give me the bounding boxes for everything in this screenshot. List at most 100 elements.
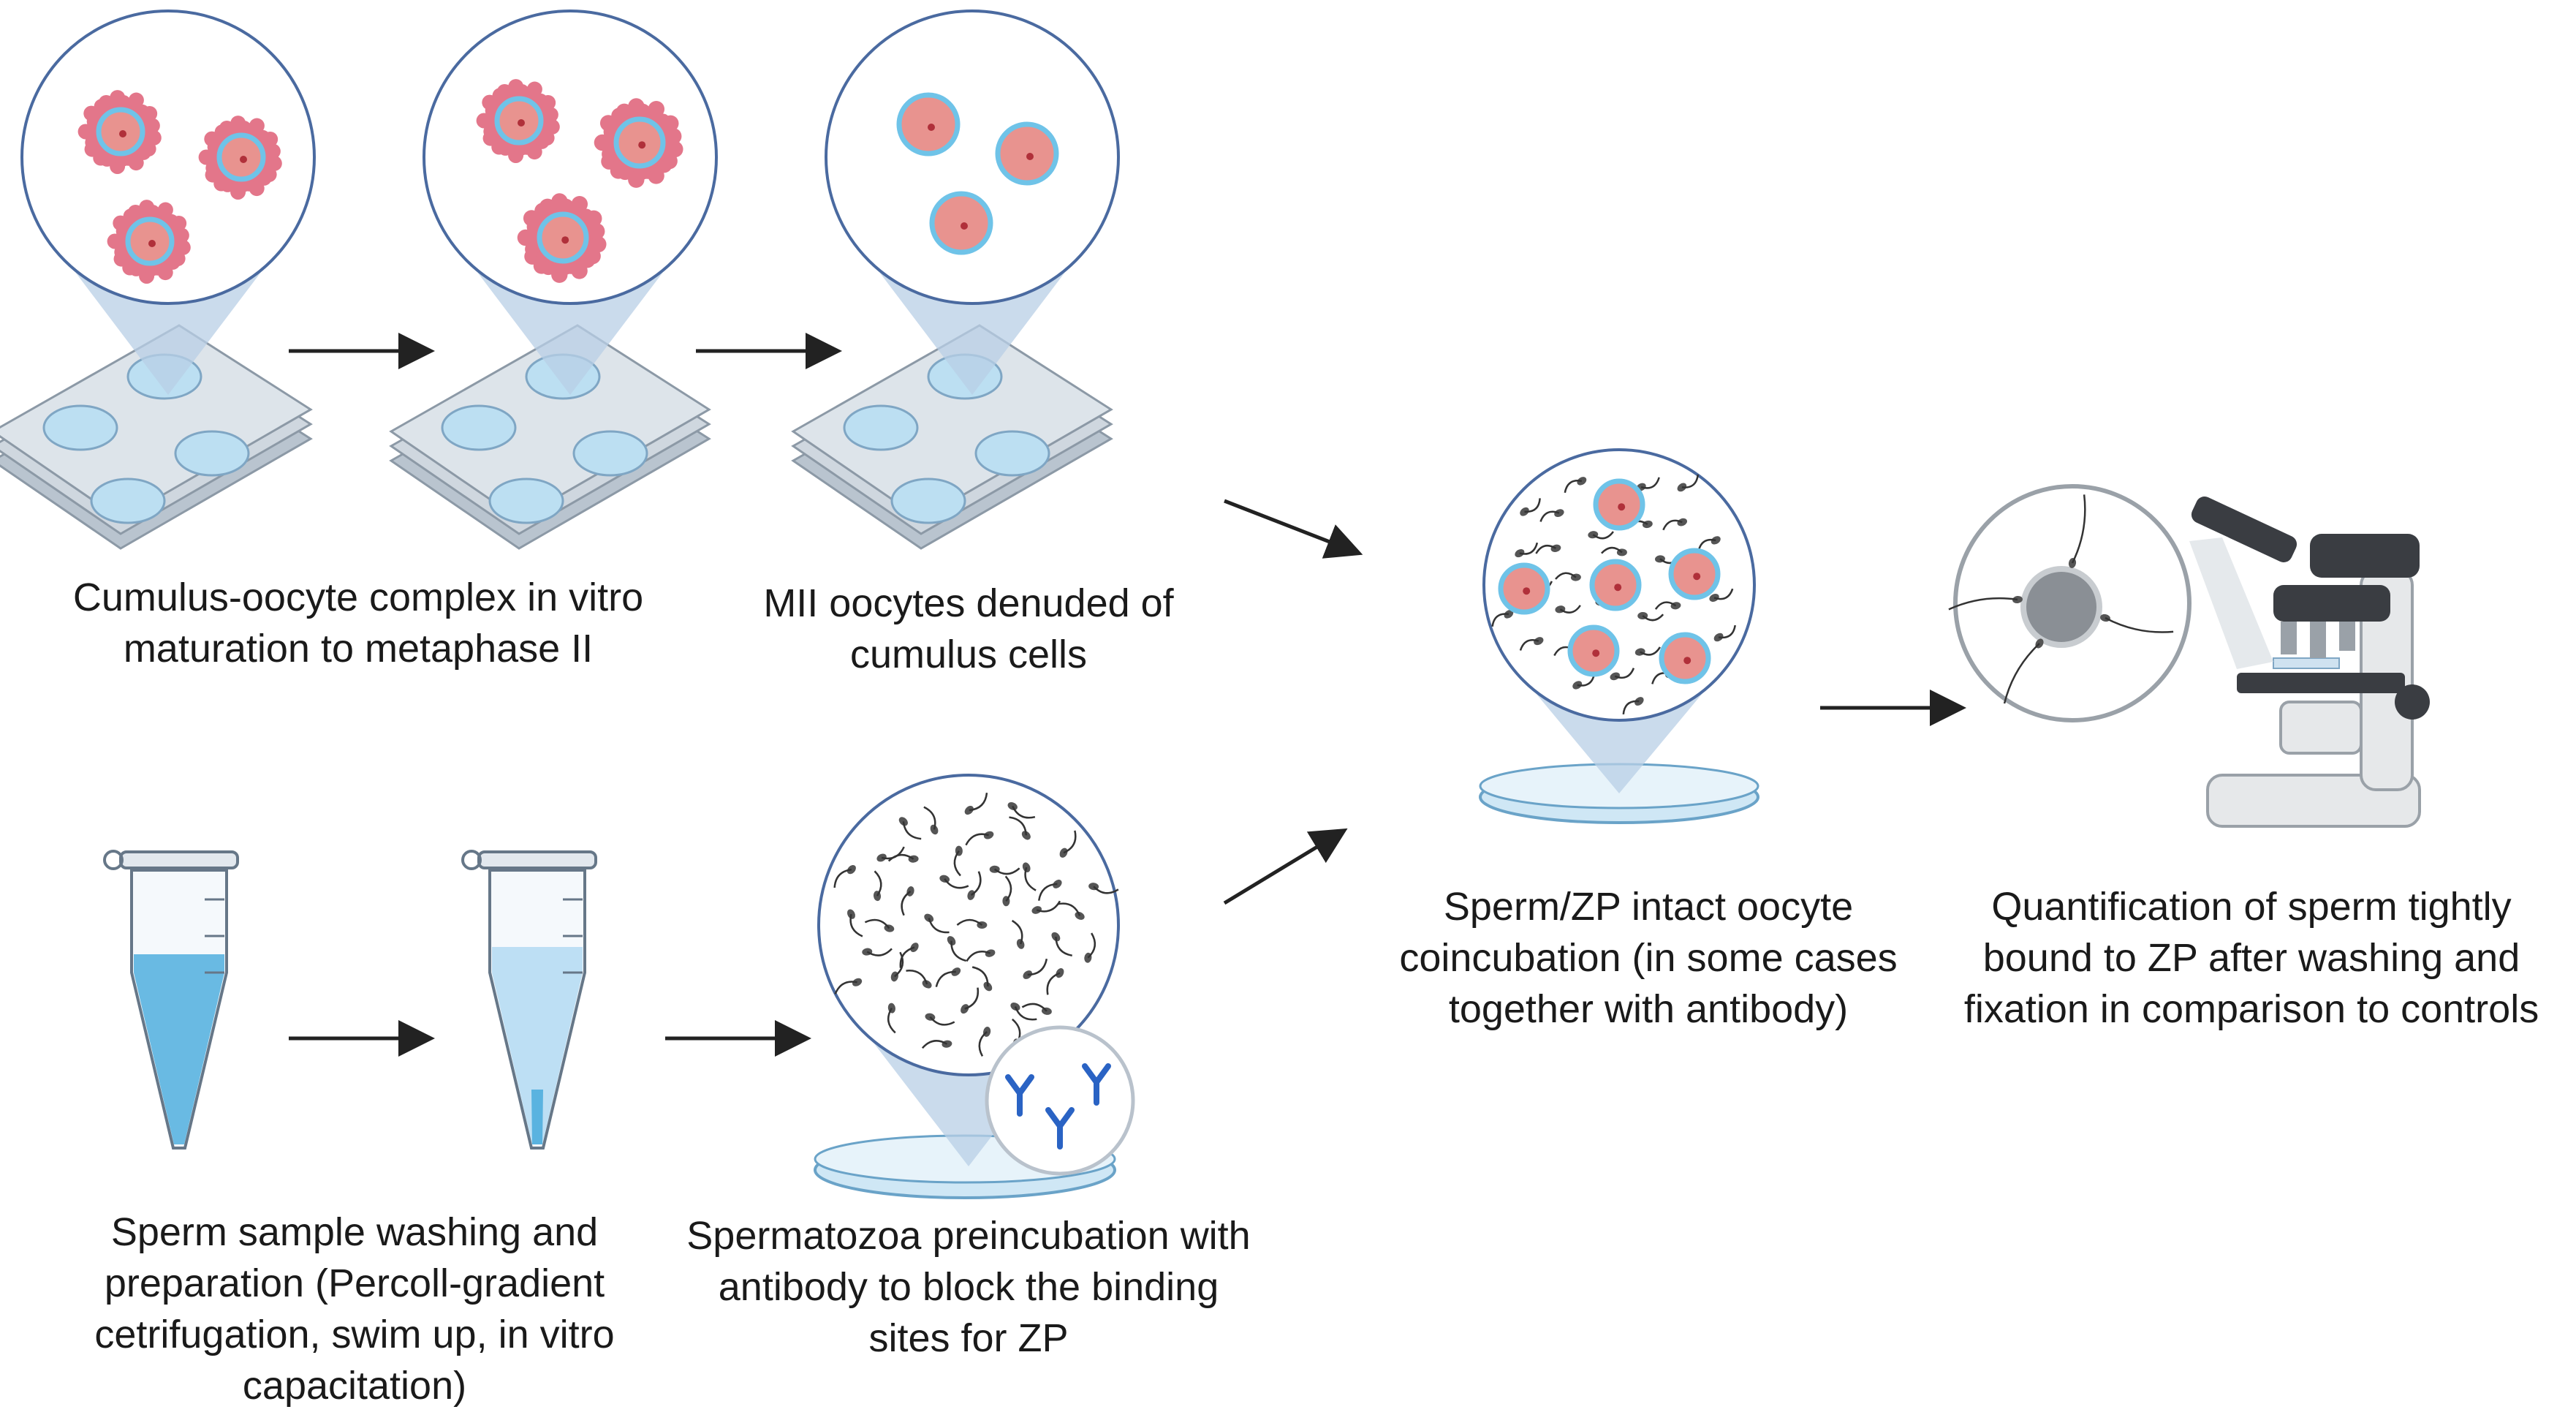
objective-lens (2281, 622, 2297, 654)
sperm-tail (1539, 510, 1560, 522)
sperm-tail (1057, 902, 1081, 916)
sperm-tail (1640, 477, 1660, 489)
cumulus-cell (542, 107, 558, 123)
sperm-tail (971, 966, 989, 987)
caption-quantification: Quantification of sperm tightly bound to… (1963, 885, 2539, 1031)
sperm-tail (1614, 668, 1635, 679)
caption-denuded: MII oocytes denuded of cumulus cells (763, 581, 1174, 676)
objective-lens (2310, 622, 2326, 658)
magnification-circle (423, 10, 718, 305)
sperm-tail (950, 940, 966, 962)
sperm-tail (923, 806, 936, 830)
sperm-tail (901, 890, 912, 916)
oocyte-nucleus (148, 240, 156, 247)
objective-lens (2339, 622, 2355, 651)
sperm-tail (849, 913, 863, 937)
sperm-tail (964, 987, 980, 1010)
sperm-tail (1654, 601, 1677, 610)
sperm-tail (902, 821, 922, 840)
plate-top (0, 324, 313, 521)
tube-cap (477, 850, 597, 869)
oocyte-nucleus (928, 124, 935, 131)
sperm-tail (2105, 616, 2174, 633)
oocyte-nucleus (119, 130, 126, 137)
caption-maturation: Cumulus-oocyte complex in vitro maturati… (72, 575, 644, 671)
sperm-tail (833, 868, 852, 888)
cumulus-cell (128, 92, 144, 108)
cumulus-cell (571, 195, 588, 213)
oocyte (929, 191, 993, 255)
plate-well (843, 404, 919, 451)
caption-preincubation: Spermatozoa preincubation with antibody … (686, 1214, 1251, 1360)
sperm-sample-tube-icon (103, 850, 239, 1150)
sperm-tail (1718, 624, 1736, 639)
sperm-tail (966, 951, 991, 962)
prepared-sperm-tube-icon (461, 850, 597, 1150)
sperm-tail (864, 918, 890, 929)
sperm-antibody-preincubation-illustration (814, 774, 1135, 1199)
sperm-tail (1555, 572, 1577, 580)
oocyte-nucleus (1693, 573, 1701, 581)
oocyte-nucleus (1618, 503, 1626, 511)
sperm-tail (906, 970, 928, 985)
cumulus-cell (157, 202, 173, 218)
oocyte-nucleus (961, 222, 968, 230)
tube-hinge (103, 850, 124, 870)
antibody-inset-circle (985, 1025, 1135, 1176)
sperm-tail (1012, 805, 1036, 819)
sperm-tail (1009, 816, 1028, 836)
oocyte-nucleus (1523, 587, 1531, 595)
sperm-tail (935, 970, 956, 987)
cumulus-cell (648, 100, 665, 118)
tube-pellet (531, 1090, 543, 1144)
oocyte-nucleus (1026, 153, 1034, 160)
oocyte (995, 121, 1059, 186)
sperm-tail (1021, 1003, 1048, 1012)
antibody-icon (1005, 1074, 1034, 1117)
magnification-circle (20, 10, 316, 305)
cumulus-cell (144, 118, 160, 134)
bound-oocyte (2020, 566, 2102, 648)
microscope-stage (2237, 673, 2405, 693)
cumulus-cell (665, 128, 682, 145)
oocyte-nucleus (1683, 657, 1692, 665)
sperm-tail (969, 793, 988, 812)
sperm-tail (944, 878, 969, 889)
plate-top (791, 324, 1113, 521)
sperm-tail (2003, 643, 2040, 704)
sperm-tail (1948, 597, 2018, 611)
plate-well (488, 478, 564, 524)
cumulus-cell (526, 81, 542, 97)
sperm-tail (1713, 588, 1734, 600)
sperm-tail (928, 918, 950, 934)
antibody-icon (1045, 1107, 1075, 1150)
plate-well (174, 430, 250, 477)
plate-well (441, 404, 517, 451)
sperm-tail (921, 1040, 948, 1049)
sperm-tail (1519, 542, 1539, 555)
plate-top (389, 324, 711, 521)
sperm-tail (881, 846, 905, 860)
sperm-tail (1519, 638, 1539, 651)
sperm-tail (993, 867, 1020, 875)
sperm-tail (1011, 919, 1023, 945)
oocyte (896, 92, 961, 156)
cumulus-cell (249, 118, 265, 134)
focus-knob (2395, 684, 2430, 720)
sperm-tail (866, 948, 893, 956)
microscope-slide (2273, 657, 2340, 669)
oocyte-nucleus (1614, 584, 1622, 592)
sperm-tail (894, 951, 904, 978)
cumulus-cell (588, 223, 605, 240)
sperm-tail (1014, 1006, 1037, 1021)
sperm-tail (1681, 474, 1700, 488)
cumulus-cell (265, 143, 281, 159)
sperm-tail (978, 1031, 988, 1057)
sperm-tail (970, 871, 982, 897)
caption-coincubation: Sperm/ZP intact oocyte coincubation (in … (1399, 885, 1898, 1031)
sperm-tail (899, 946, 915, 968)
cumulus-cell (173, 227, 189, 244)
sperm-tail (1564, 480, 1583, 494)
oocyte-nucleus (638, 141, 646, 149)
